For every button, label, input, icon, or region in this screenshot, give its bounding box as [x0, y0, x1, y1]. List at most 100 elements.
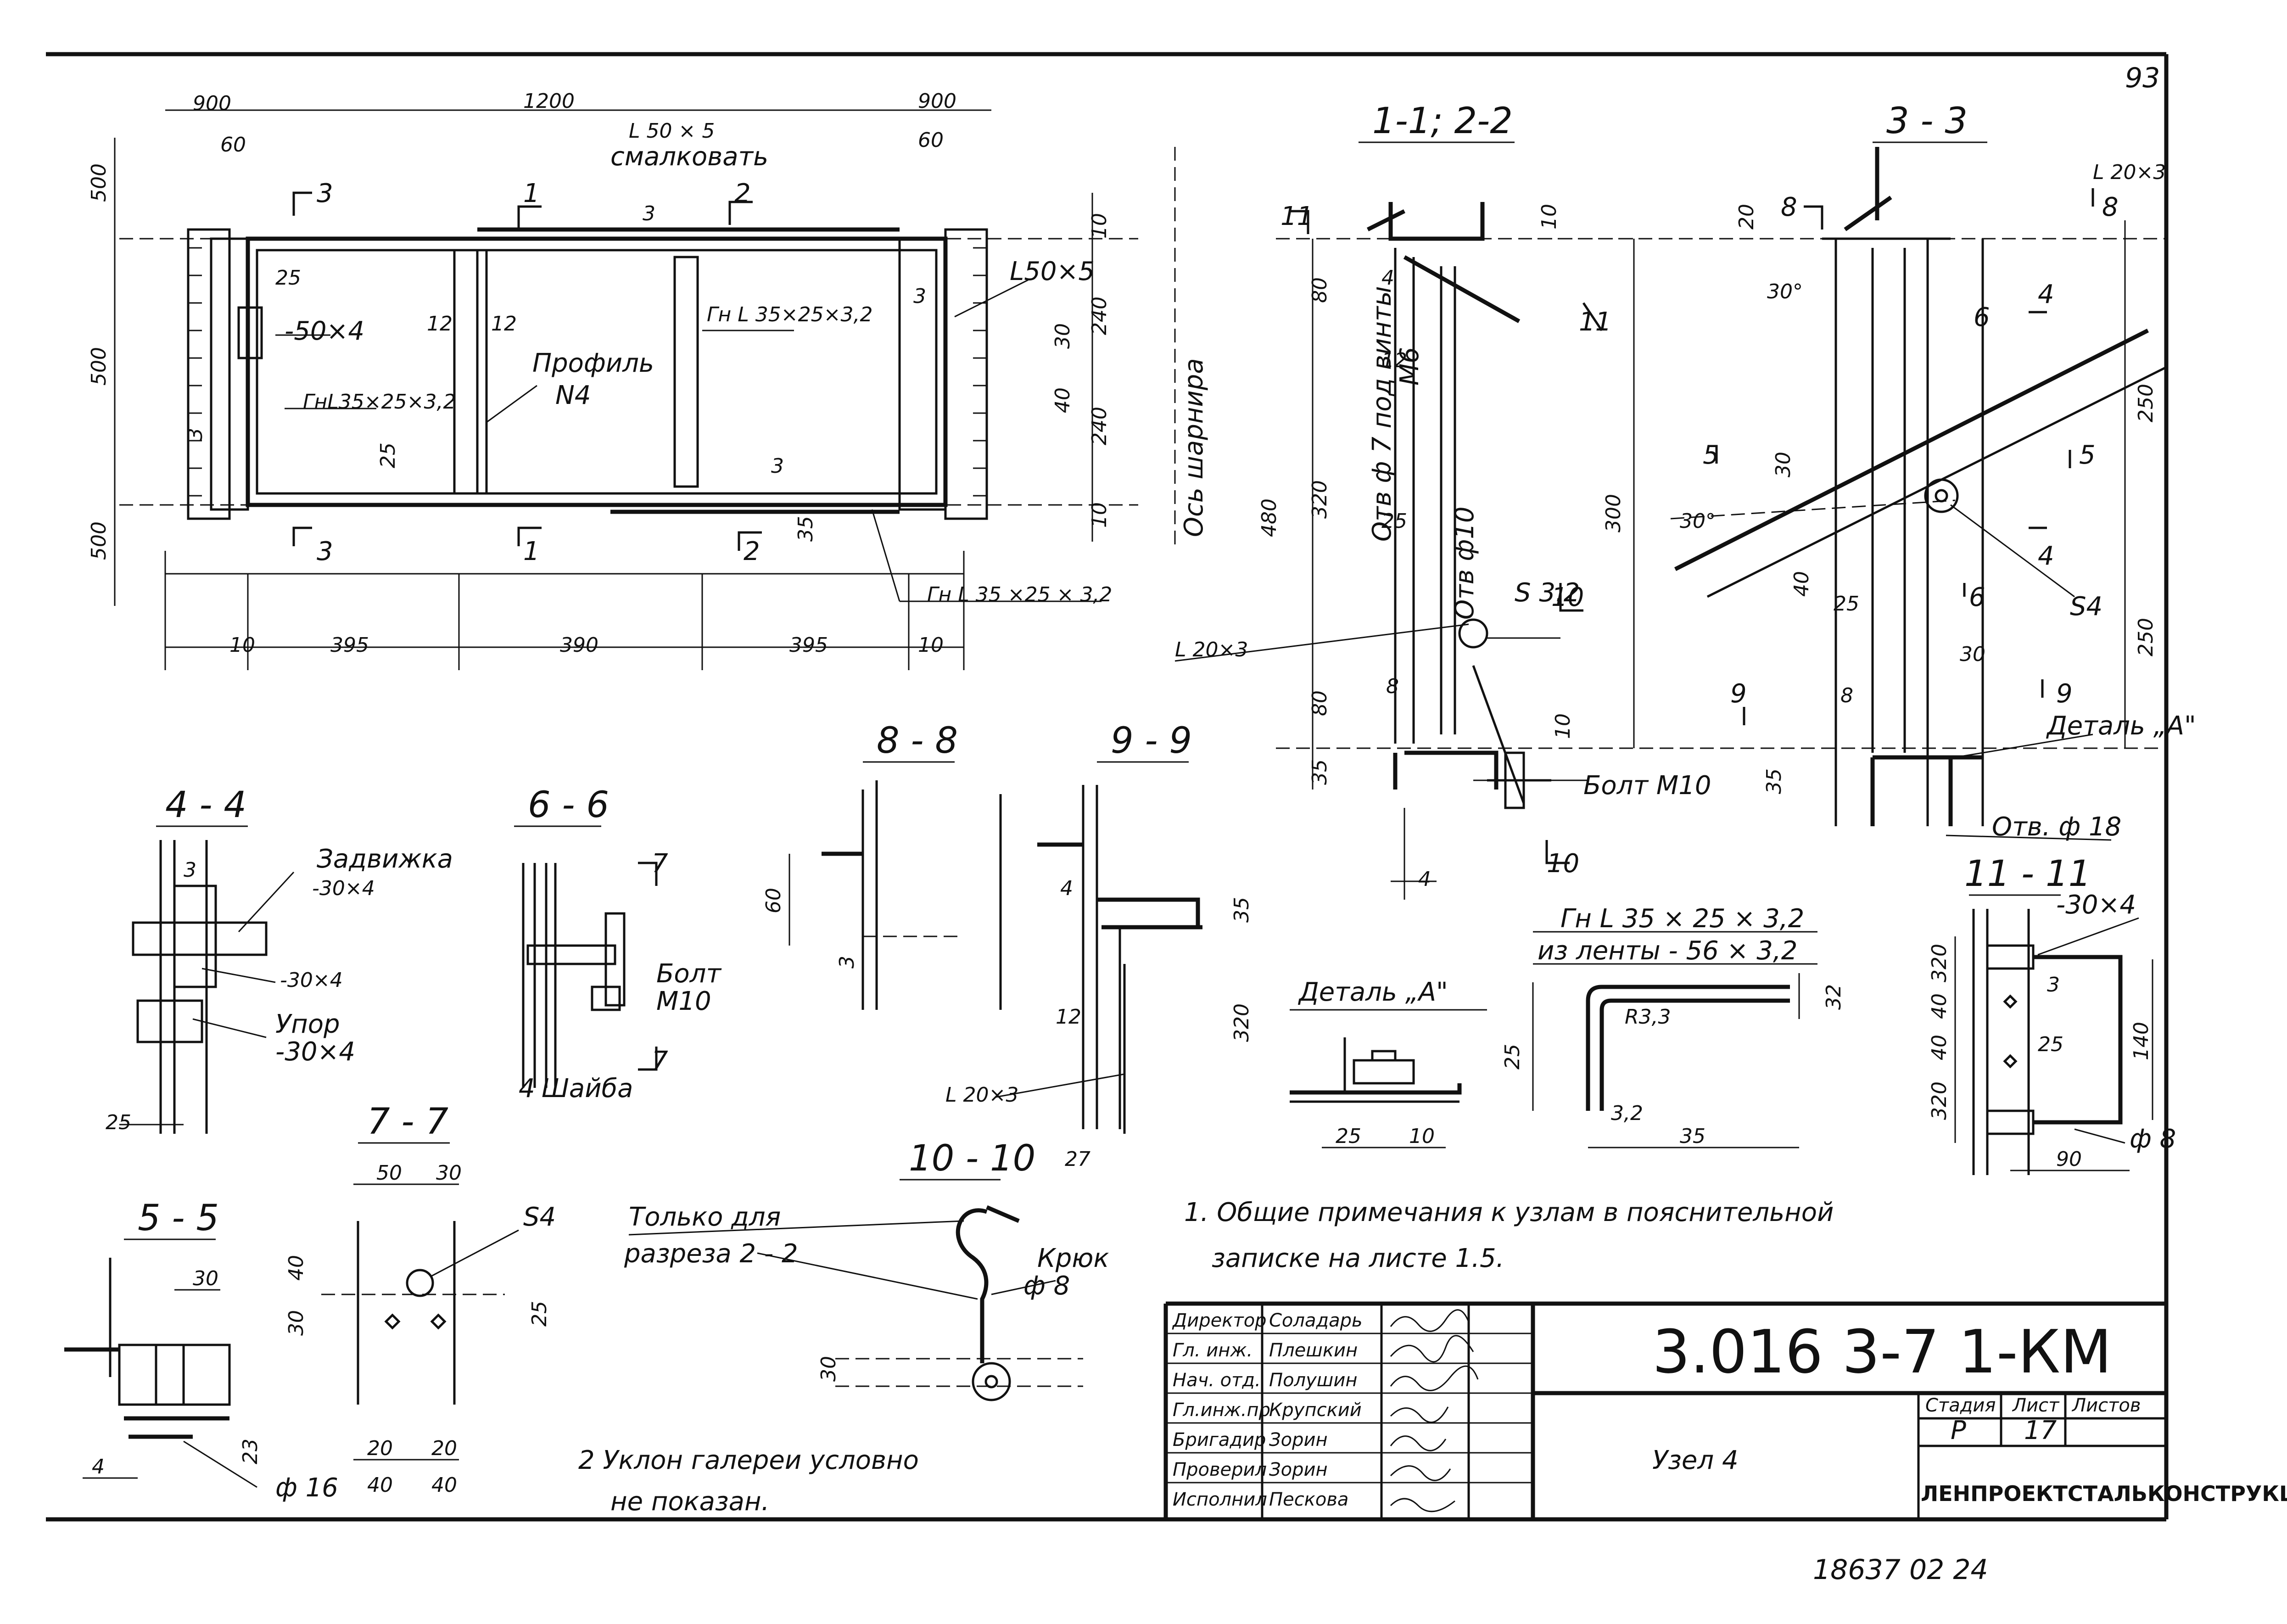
label-profile-left: ГнL35×25×3,2: [303, 390, 456, 414]
dim-right-1: 10: [1088, 213, 1111, 239]
tb-role-1: Директор: [1172, 1310, 1267, 1331]
detail-a-title: Деталь „А": [1297, 977, 1448, 1007]
plan-cut-3-bottom: 3: [317, 537, 333, 566]
section-4-4-stop-2: -30×4: [275, 1037, 355, 1067]
inner-dim-1: 25: [275, 266, 301, 290]
tb-sheets-header: Листов: [2071, 1395, 2141, 1416]
s3-mark-8-b: 8: [2102, 192, 2119, 222]
plan-cut-3-top: 3: [317, 179, 333, 208]
section-11-11-title: 11 - 11: [1964, 853, 2091, 895]
s3-dim-20: 20: [1735, 204, 1758, 230]
profile-dim-35: 35: [1680, 1125, 1705, 1148]
s3-mark-4-b: 4: [2038, 541, 2054, 571]
s11-dim-3: 3: [2047, 973, 2060, 997]
dim-right-2: 240: [1088, 297, 1111, 335]
section-4-4-stop-1: Упор: [275, 1009, 340, 1039]
s3-mark-6-a: 6: [1974, 302, 1990, 332]
s11-dim-140: 140: [2130, 1022, 2153, 1060]
s1-dim-300: 300: [1602, 494, 1625, 532]
dim-bottom-5: 10: [918, 633, 944, 657]
label-profile-center-2: N4: [555, 381, 591, 410]
s11-dim-90: 90: [2056, 1148, 2082, 1171]
section-8-8-title: 8 - 8: [877, 720, 958, 762]
s3-dim-250-a: 250: [2134, 384, 2158, 422]
s7-dim-25: 25: [528, 1301, 551, 1327]
s9-dim-12: 12: [1056, 1005, 1081, 1029]
section-6-6: [514, 825, 658, 1088]
bottom-stamp-number: 18637 02 24: [1813, 1554, 1988, 1586]
section-1-1: [1174, 141, 2166, 900]
s3-mark-5-a: 5: [1703, 440, 1719, 470]
inner-dim-6: 3: [771, 454, 784, 478]
tb-document-code: 3.016 3-7 1-КМ: [1652, 1317, 2112, 1387]
s7-dim-40-a: 40: [367, 1473, 393, 1497]
plan-view: [114, 109, 1176, 670]
s1-mark-10-a: 10: [1551, 582, 1584, 612]
tb-role-6: Проверил: [1173, 1459, 1267, 1480]
section-10-10-hook-2: ф 8: [1023, 1271, 1070, 1301]
s3-mark-5-b: 5: [2079, 440, 2096, 470]
s3-dim-30deg-b: 30°: [1680, 510, 1716, 533]
section-1-1-s32: S 3.2: [1515, 578, 1580, 608]
plan-cut-1-top: 1: [523, 179, 540, 208]
section-3-3-angle: L 20×3: [2093, 161, 2166, 184]
profile-detail-subtitle: из ленты - 56 × 3,2: [1538, 936, 1797, 966]
dim-top-small-left: 60: [220, 133, 246, 157]
profile-detail-title: Гн L 35 × 25 × 3,2: [1560, 904, 1804, 934]
section-9-9: [995, 761, 1202, 1134]
section-11-11-hole: ф 8: [2130, 1124, 2176, 1154]
s5-dim-4: 4: [92, 1455, 105, 1478]
section-6-6-bolt-1: Болт: [656, 959, 721, 989]
tb-organization: ЛЕНПРОЕКТСТАЛЬКОНСТРУКЦИЯ: [1921, 1481, 2287, 1506]
section-7-7-s4: S4: [523, 1202, 556, 1232]
tb-role-2: Гл. инж.: [1173, 1340, 1253, 1361]
dim-top-right: 900: [918, 90, 956, 113]
s7-dim-50: 50: [376, 1161, 402, 1185]
tb-item-name: Узел 4: [1652, 1445, 1739, 1475]
s1-dim-10-bottom: 10: [1551, 713, 1575, 739]
tb-role-5: Бригадир: [1173, 1429, 1266, 1450]
label-angle-right: L50×5: [1010, 257, 1095, 286]
s8-dim-60: 60: [762, 888, 785, 913]
section-6-6-title: 6 - 6: [528, 784, 609, 826]
sheet-frame: [46, 52, 2169, 1522]
page-number: 93: [2125, 62, 2160, 94]
tb-name-7: Пескова: [1269, 1489, 1348, 1510]
dim-top-center: 1200: [523, 90, 575, 113]
tb-role-7: Исполнил: [1173, 1489, 1267, 1510]
title-block: [1163, 1301, 2166, 1519]
label-profile-bottom: Гн L 35 ×25 × 3,2: [927, 583, 1112, 606]
detail-a: [1290, 1009, 1487, 1148]
s6-mark-7-a: 7: [652, 849, 668, 879]
section-3-3-detail: Деталь „А": [2046, 711, 2196, 741]
section-7-7: [321, 1142, 519, 1461]
detail-a-dim-10: 10: [1409, 1125, 1435, 1148]
note-2-line-1: 2 Уклон галереи условно: [578, 1445, 919, 1475]
s7-dim-40-b: 40: [431, 1473, 457, 1497]
section-1-1-bolt: Болт М10: [1583, 771, 1711, 801]
s3-dim-250-b: 250: [2134, 618, 2158, 656]
s1-mark-10-b: 10: [1547, 849, 1579, 879]
label-profile-center-1: Профиль: [532, 348, 654, 378]
s3-dim-30deg-a: 30°: [1767, 280, 1803, 303]
s10-dim-30: 30: [817, 1356, 840, 1382]
dim-bottom-1: 10: [229, 633, 255, 657]
dim-left-2: 500: [87, 347, 111, 386]
s1-dim-12: 12: [1381, 349, 1407, 372]
label-angle-top: L 50 × 5: [629, 119, 715, 143]
s3-dim-8: 8: [1840, 684, 1853, 707]
section-1-1-holes-top: Отв ф 7 под винты: [1367, 286, 1397, 542]
section-3-3-title: 3 - 3: [1886, 101, 1968, 142]
s7-dim-40: 40: [285, 1255, 308, 1281]
section-3-3: [1538, 141, 2167, 841]
s1-dim-480: 480: [1258, 498, 1281, 537]
dim-right-5: 240: [1088, 407, 1111, 445]
profile-dim-32b: 3,2: [1611, 1102, 1643, 1125]
s3-dim-30: 30: [1772, 452, 1795, 477]
section-1-1-angle: L 20×3: [1175, 638, 1248, 661]
s4-dim-3: 3: [184, 858, 196, 882]
s1-dim-8: 8: [1386, 675, 1399, 698]
s1-dim-4: 4: [1381, 266, 1394, 290]
note-1-line-2: записке на листе 1.5.: [1212, 1243, 1504, 1273]
